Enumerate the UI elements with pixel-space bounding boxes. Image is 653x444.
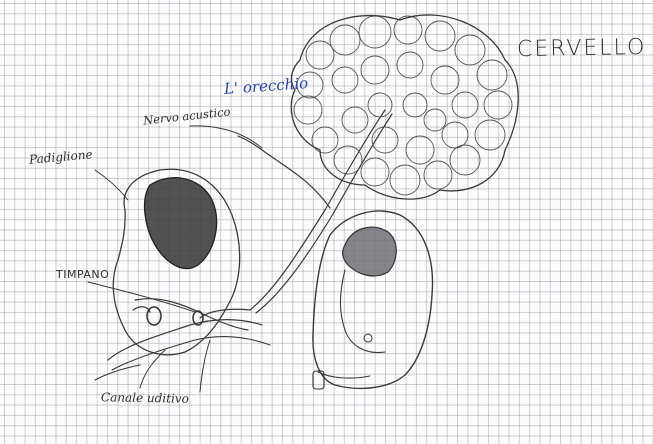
ear-canal-label: Canale uditivo bbox=[101, 391, 189, 405]
brain-label: CERVELLO bbox=[517, 37, 647, 61]
eardrum-label: TIMPANO bbox=[56, 269, 109, 280]
ear-back-view bbox=[313, 211, 433, 389]
ear-side-view bbox=[95, 169, 270, 380]
acoustic-nerve-drawing bbox=[200, 110, 392, 318]
brain-drawing bbox=[291, 15, 518, 199]
